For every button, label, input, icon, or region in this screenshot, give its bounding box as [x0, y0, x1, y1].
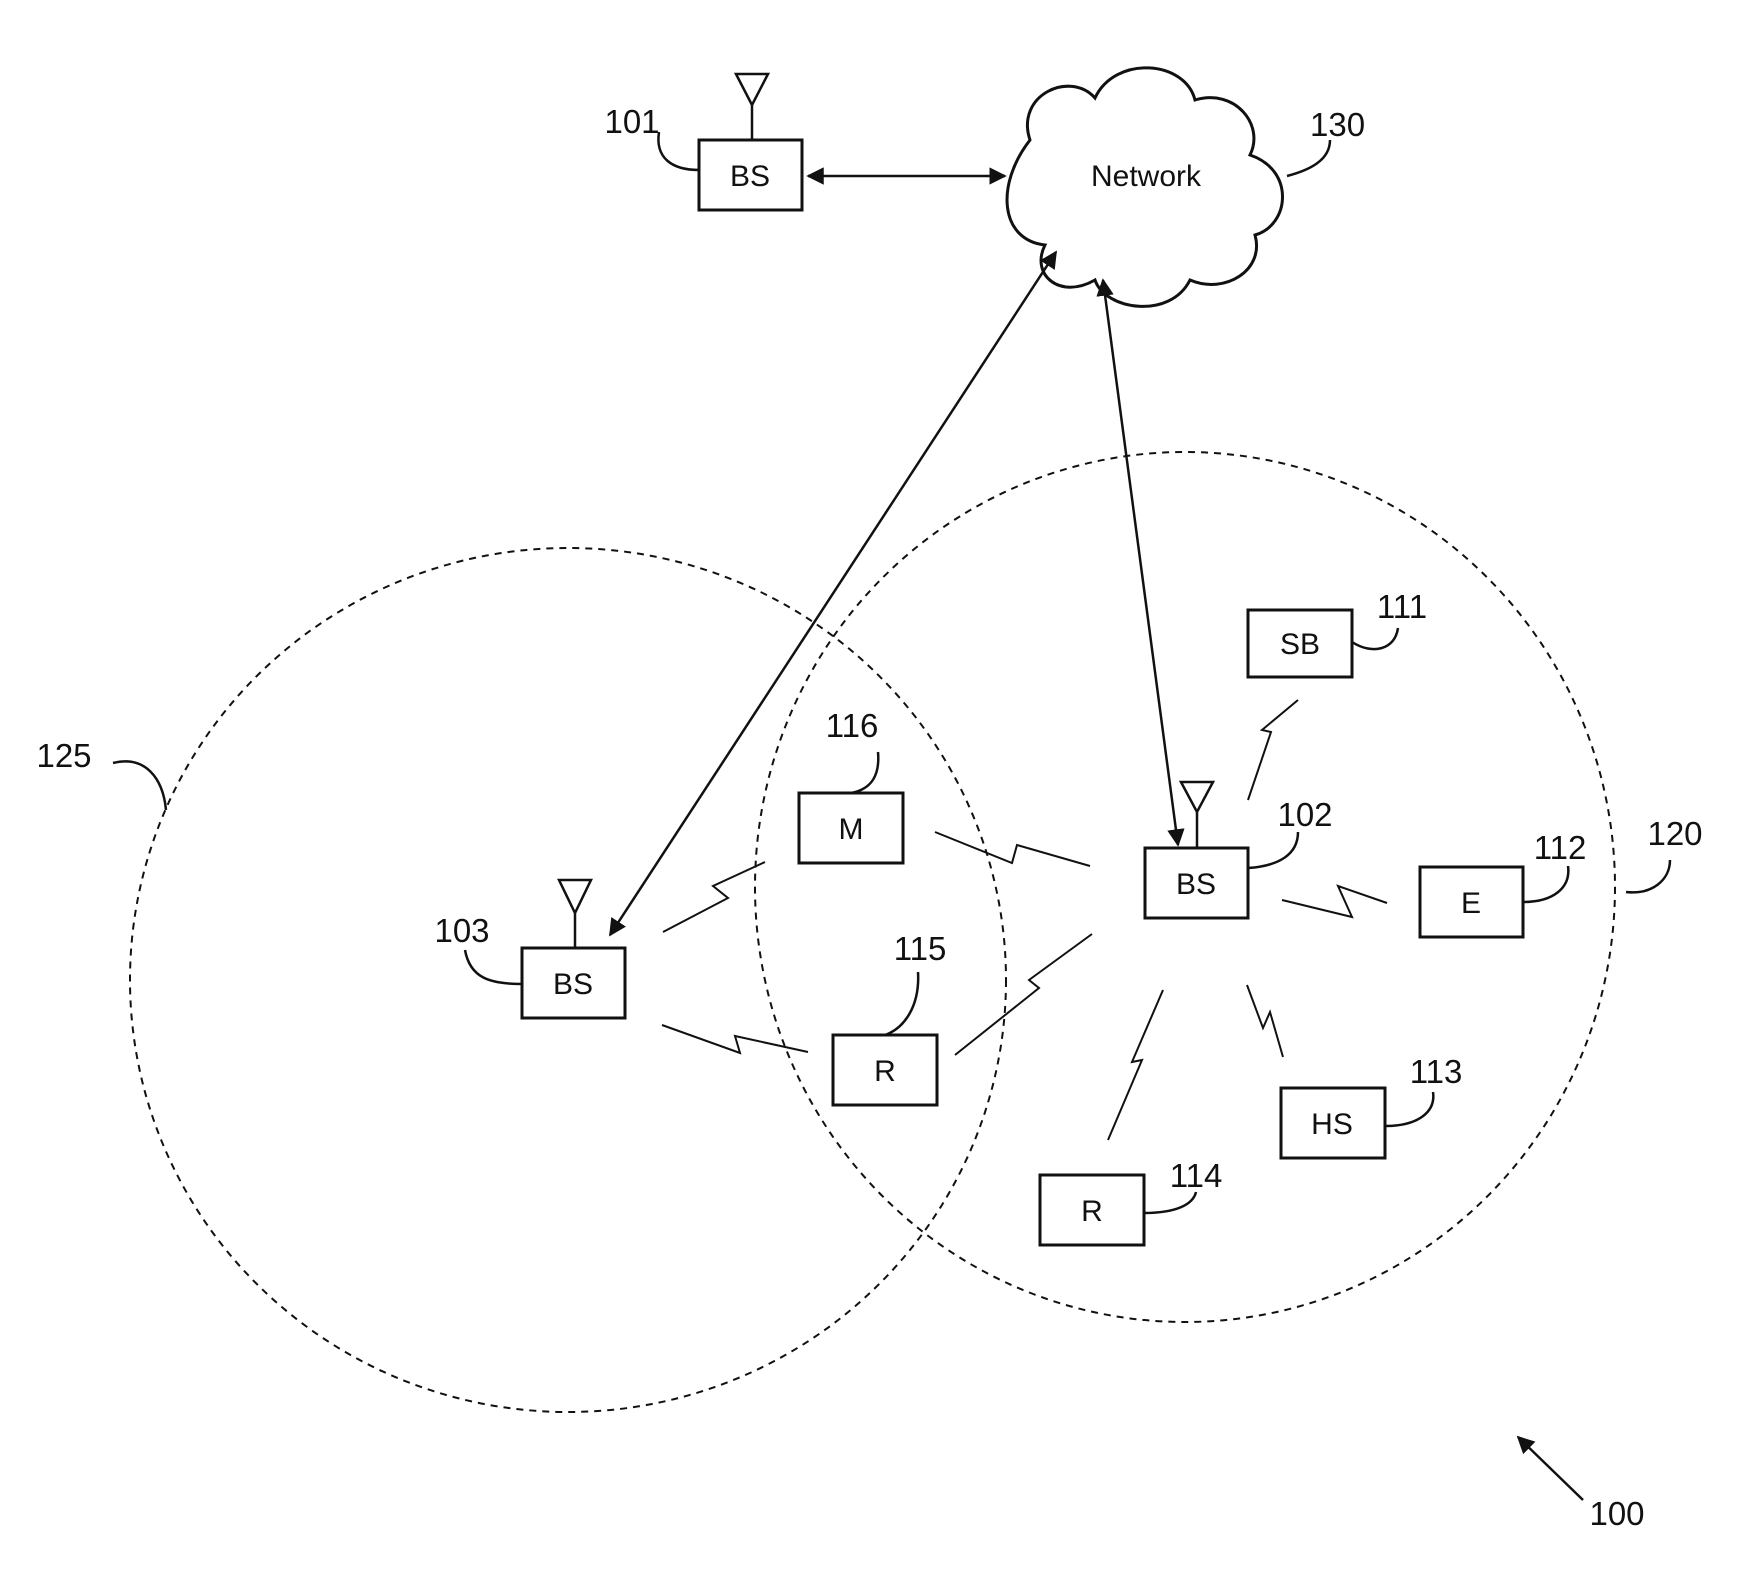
device-m-116: M 116: [799, 707, 903, 863]
device-ref: 111: [1377, 588, 1427, 625]
device-ref: 113: [1410, 1053, 1463, 1090]
device-ref: 116: [826, 707, 879, 744]
base-station-ref: 101: [604, 103, 659, 140]
device-label: R: [1081, 1195, 1103, 1228]
system-ref-arrow: [1518, 1437, 1583, 1500]
ref-leader: [885, 972, 918, 1035]
wireless-link-bs103-r115: [662, 1025, 808, 1053]
ref-leader: [1144, 1192, 1196, 1213]
coverage-area-ref-125: 125: [36, 737, 91, 774]
network-cloud: Network 130: [1007, 68, 1365, 307]
ref-leader: [465, 950, 522, 984]
base-station-101: BS 101: [604, 74, 802, 210]
coverage-area-120-leader: [1626, 860, 1670, 892]
device-label: R: [874, 1055, 896, 1088]
wireless-link-bs102-hs113: [1247, 985, 1283, 1057]
wireless-links: [662, 700, 1387, 1140]
device-sb-111: SB 111: [1248, 588, 1427, 677]
device-ref: 115: [894, 930, 947, 967]
device-e-112: E 112: [1420, 829, 1586, 937]
wireless-link-bs102-r115: [955, 934, 1092, 1055]
base-station-ref: 103: [434, 912, 489, 949]
network-label: Network: [1091, 160, 1202, 193]
base-station-label: BS: [1176, 868, 1216, 901]
ref-leader: [1352, 628, 1398, 649]
wireless-link-bs102-m116: [935, 832, 1090, 866]
device-label: M: [839, 813, 864, 846]
ref-leader: [1248, 832, 1298, 868]
base-station-label: BS: [730, 160, 770, 193]
device-label: SB: [1280, 628, 1320, 661]
device-ref: 112: [1534, 829, 1587, 866]
antenna-icon: [1181, 782, 1213, 848]
coverage-area-ref-120: 120: [1647, 815, 1702, 852]
device-r-115: R 115: [833, 930, 946, 1105]
wireless-link-bs102-e112: [1282, 886, 1387, 917]
device-ref: 114: [1170, 1157, 1223, 1194]
ref-leader: [851, 752, 878, 793]
wireless-link-bs102-r114: [1108, 990, 1163, 1140]
base-station-label: BS: [553, 968, 593, 1001]
ref-leader: [1523, 866, 1568, 902]
base-station-ref: 102: [1277, 796, 1332, 833]
antenna-icon: [736, 74, 768, 140]
ref-leader: [658, 132, 699, 170]
ref-leader: [1385, 1092, 1433, 1126]
wireless-link-bs102-sb111: [1248, 700, 1298, 800]
system-ref-label: 100: [1589, 1495, 1644, 1532]
antenna-icon: [559, 880, 591, 948]
device-label: HS: [1311, 1108, 1353, 1141]
wireless-link-bs103-m116: [663, 862, 765, 932]
base-station-103: BS 103: [434, 880, 625, 1018]
device-r-114: R 114: [1040, 1157, 1222, 1245]
network-ref-leader: [1287, 140, 1330, 176]
link-network-bs102: [1103, 280, 1178, 845]
device-hs-113: HS 113: [1281, 1053, 1462, 1158]
coverage-area-125-leader: [113, 761, 166, 810]
device-label: E: [1461, 887, 1481, 920]
network-ref: 130: [1310, 106, 1365, 143]
